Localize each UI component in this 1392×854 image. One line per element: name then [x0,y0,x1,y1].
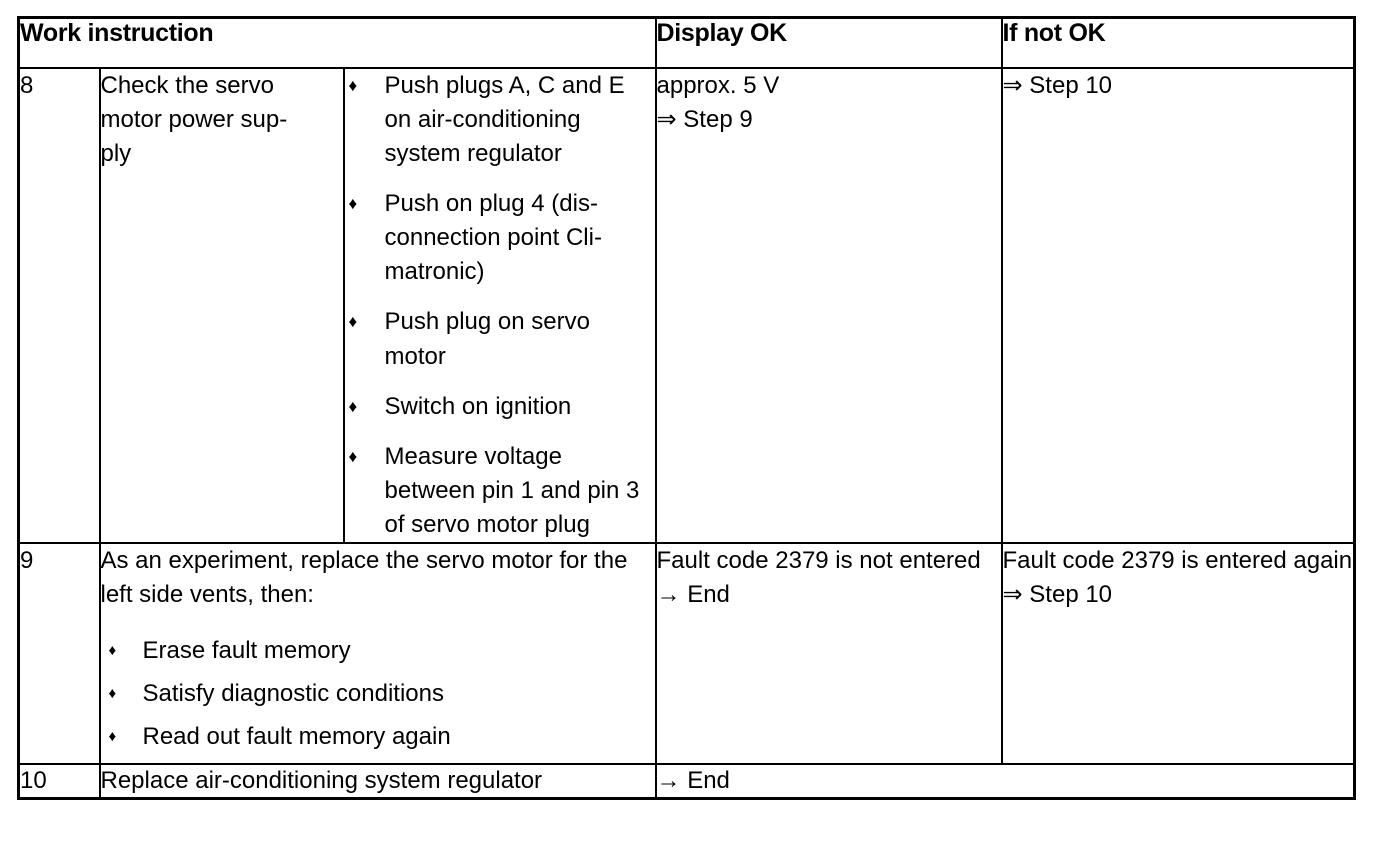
diamond-bullet-icon: ♦ [348,76,358,95]
display-ok-next-step-label: End [687,581,730,609]
diamond-bullet-icon: ♦ [348,194,358,214]
if-not-ok-next-step: ⇒ Step 10 [1003,69,1354,103]
step-task-text: Replace air-conditioning system regulato… [98,763,657,800]
if-not-ok-next-step-label: Step 10 [1029,72,1113,99]
list-item-label: Measure voltage between pin 1 and pin 3 … [384,442,640,538]
double-arrow-icon: ⇒ [1002,72,1023,99]
list-item: ♦ Read out fault memory again [101,720,655,754]
task-line-2: motor power sup- [100,106,288,134]
table-row: 9 As an experiment, replace the servo mo… [17,541,1356,766]
if-not-ok-value: Fault code 2379 is entered again [1002,546,1353,574]
step-detail-list-cell: ♦ Push plugs A, C and E on air-condition… [342,67,657,544]
column-header-display-ok: Display OK [654,16,1003,69]
display-ok-cell: approx. 5 V ⇒ Step 9 [654,67,1003,544]
if-not-ok-cell: Fault code 2379 is entered again ⇒ Step … [1000,541,1356,766]
double-arrow-icon: ⇒ [656,106,677,134]
list-item-label: Erase fault memory [142,637,351,665]
list-item-label: Push plugs A, C and E on air-conditionin… [384,72,625,168]
diamond-bullet-icon: ♦ [108,685,117,703]
table-header: Work instruction Display OK If not OK [17,16,1356,69]
list-item-label: Push on plug 4 (dis-connection point Cli… [384,190,602,286]
header-row: Work instruction Display OK If not OK [17,16,1356,69]
list-item: ♦ Push plug on servo motor [345,305,655,373]
step-number: 10 [17,763,101,800]
display-ok-value: Fault code 2379 is not entered [656,546,981,574]
display-ok-cell: Fault code 2379 is not entered → End [654,541,1003,766]
list-item-label: Satisfy diagnostic conditions [142,680,445,708]
display-ok-next-step-label: Step 9 [683,106,753,134]
list-item: ♦ Erase fault memory [101,634,655,668]
column-header-if-not-ok: If not OK [1000,16,1356,69]
right-arrow-icon: → [656,581,681,609]
right-arrow-icon: → [656,767,681,795]
step-number: 8 [17,67,101,544]
list-item: ♦ Measure voltage between pin 1 and pin … [345,440,655,542]
list-item: ♦ Satisfy diagnostic conditions [101,677,655,711]
list-item: ♦ Switch on ignition [345,390,655,424]
step-task-text: Check the servo motor power sup- ply [98,67,345,544]
column-header-work-instruction: Work instruction [17,16,657,69]
if-not-ok-next-step: ⇒ Step 10 [1003,578,1354,612]
diamond-bullet-icon: ♦ [348,396,358,416]
table-row: 8 Check the servo motor power sup- ply ♦… [17,67,1356,544]
work-instruction-table: Work instruction Display OK If not OK 8 … [17,16,1357,800]
list-item-label: Push plug on servo motor [384,308,590,370]
task-line-1: Check the servo [100,72,274,99]
step-number: 9 [17,541,101,766]
list-item-label: Switch on ignition [384,392,572,420]
table-row: 10 Replace air-conditioning system regul… [17,763,1356,800]
diamond-bullet-icon: ♦ [108,642,117,660]
diamond-bullet-icon: ♦ [348,446,358,466]
diamond-bullet-icon: ♦ [348,312,358,332]
step-task-cell: As an experiment, replace the servo moto… [98,541,657,766]
list-item: ♦ Push plugs A, C and E on air-condition… [345,69,655,171]
table-body: 8 Check the servo motor power sup- ply ♦… [17,67,1356,800]
display-ok-next-step: → End [657,578,1001,612]
if-not-ok-next-step-label: Step 10 [1029,581,1113,609]
display-ok-value: approx. 5 V [656,72,780,99]
display-ok-cell: → End [654,763,1356,800]
step-intro-text: As an experiment, replace the servo moto… [100,546,628,609]
detail-bullet-list: ♦ Push plugs A, C and E on air-condition… [345,69,655,542]
list-item: ♦ Push on plug 4 (dis-connection point C… [345,187,655,289]
display-ok-next-step: ⇒ Step 9 [657,103,1001,137]
list-item-label: Read out fault memory again [142,723,451,751]
detail-bullet-list: ♦ Erase fault memory ♦ Satisfy diagnosti… [101,634,655,754]
double-arrow-icon: ⇒ [1002,581,1023,609]
display-ok-next-step-label: End [687,767,730,795]
diamond-bullet-icon: ♦ [108,728,117,746]
task-line-3: ply [100,140,132,168]
if-not-ok-cell: ⇒ Step 10 [1000,67,1356,544]
